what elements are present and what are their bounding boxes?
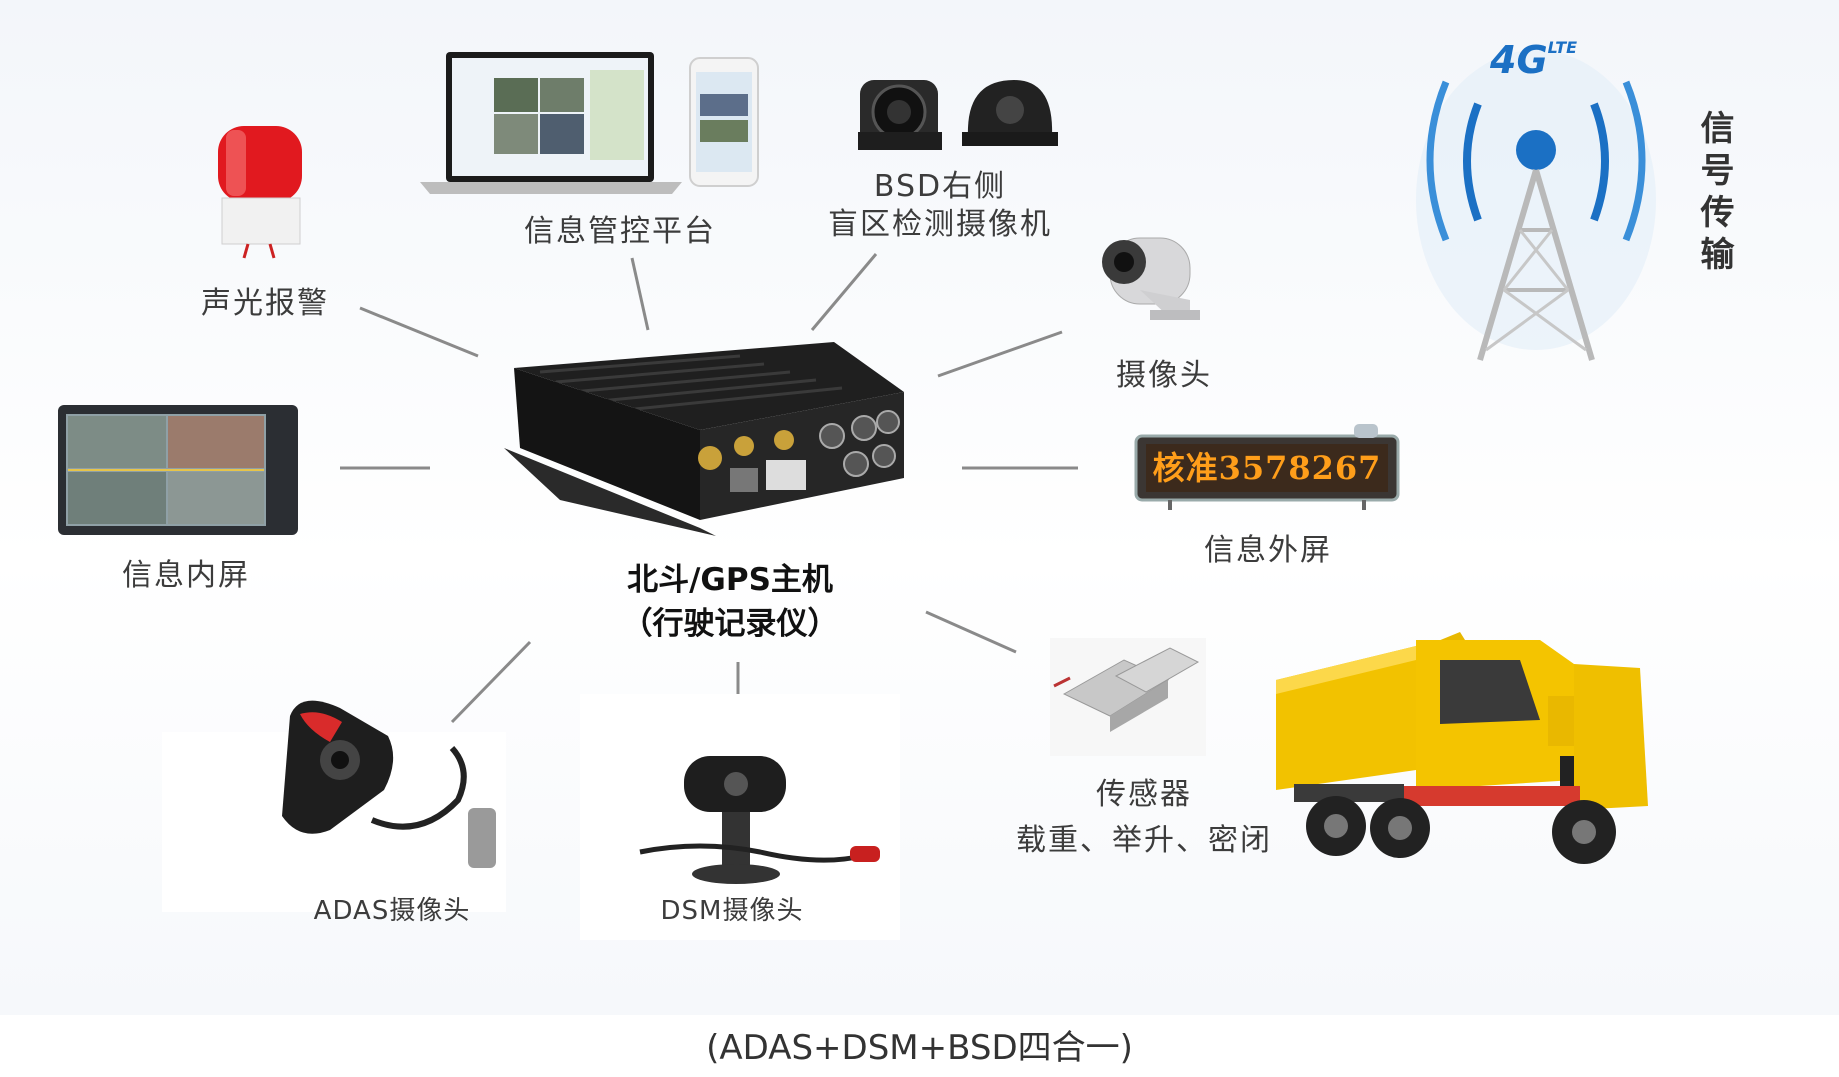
connector-alarm <box>359 306 479 358</box>
sensor-label: 传感器 载重、举升、密闭 <box>1016 772 1272 864</box>
center-title-line2: （行驶记录仪） <box>621 606 839 642</box>
adas-label: ADAS摄像头 <box>313 896 471 926</box>
dsm-label: DSM摄像头 <box>660 896 804 926</box>
outer-screen-display-text: 核准3578267 <box>1152 449 1382 487</box>
connector-platform <box>630 257 650 331</box>
platform-phone-icon <box>689 57 759 187</box>
dvr-host-icon <box>504 342 904 536</box>
lte-badge-4g: 4G <box>1490 38 1548 82</box>
adas-camera-icon <box>162 700 506 912</box>
alarm-label: 声光报警 <box>201 286 329 321</box>
connector-sensor <box>925 610 1017 654</box>
platform-laptop-icon <box>420 52 682 194</box>
lte-badge: 4GLTE <box>1490 38 1577 82</box>
bsd-label: BSD右侧 盲区检测摄像机 <box>828 168 1052 244</box>
bsd-label-line1: BSD右侧 <box>873 169 1007 204</box>
footer-caption: (ADAS+DSM+BSD四合一) <box>706 1028 1133 1068</box>
bsd-camera-icon <box>858 80 1058 150</box>
sensor-label-line1: 传感器 <box>1096 777 1192 812</box>
connector-camera <box>937 330 1063 378</box>
alarm-light-icon <box>218 126 302 259</box>
signal-tower-icon <box>1416 50 1656 361</box>
outer-screen-label: 信息外屏 <box>1204 533 1332 568</box>
dsm-camera-icon <box>580 694 900 940</box>
platform-label: 信息管控平台 <box>524 214 716 249</box>
connector-bsd <box>810 253 878 331</box>
connector-adas <box>450 640 532 724</box>
side-camera-icon <box>1102 237 1200 320</box>
dump-truck-icon <box>1276 632 1648 864</box>
camera-label: 摄像头 <box>1116 358 1212 393</box>
bsd-label-line2: 盲区检测摄像机 <box>828 207 1052 242</box>
center-title: 北斗/GPS主机 （行驶记录仪） <box>622 558 839 646</box>
sensor-label-line2: 载重、举升、密闭 <box>1016 823 1272 858</box>
sensor-icon <box>1050 638 1206 756</box>
signal-transmission-label: 信号传输 <box>1694 110 1734 278</box>
center-title-line1: 北斗/GPS主机 <box>627 562 833 598</box>
inner-screen-label: 信息内屏 <box>122 558 250 593</box>
connector-lines <box>340 253 1078 740</box>
lte-badge-lte: LTE <box>1547 38 1578 57</box>
outer-screen-icon <box>1134 424 1400 510</box>
inner-screen-icon <box>58 405 298 535</box>
